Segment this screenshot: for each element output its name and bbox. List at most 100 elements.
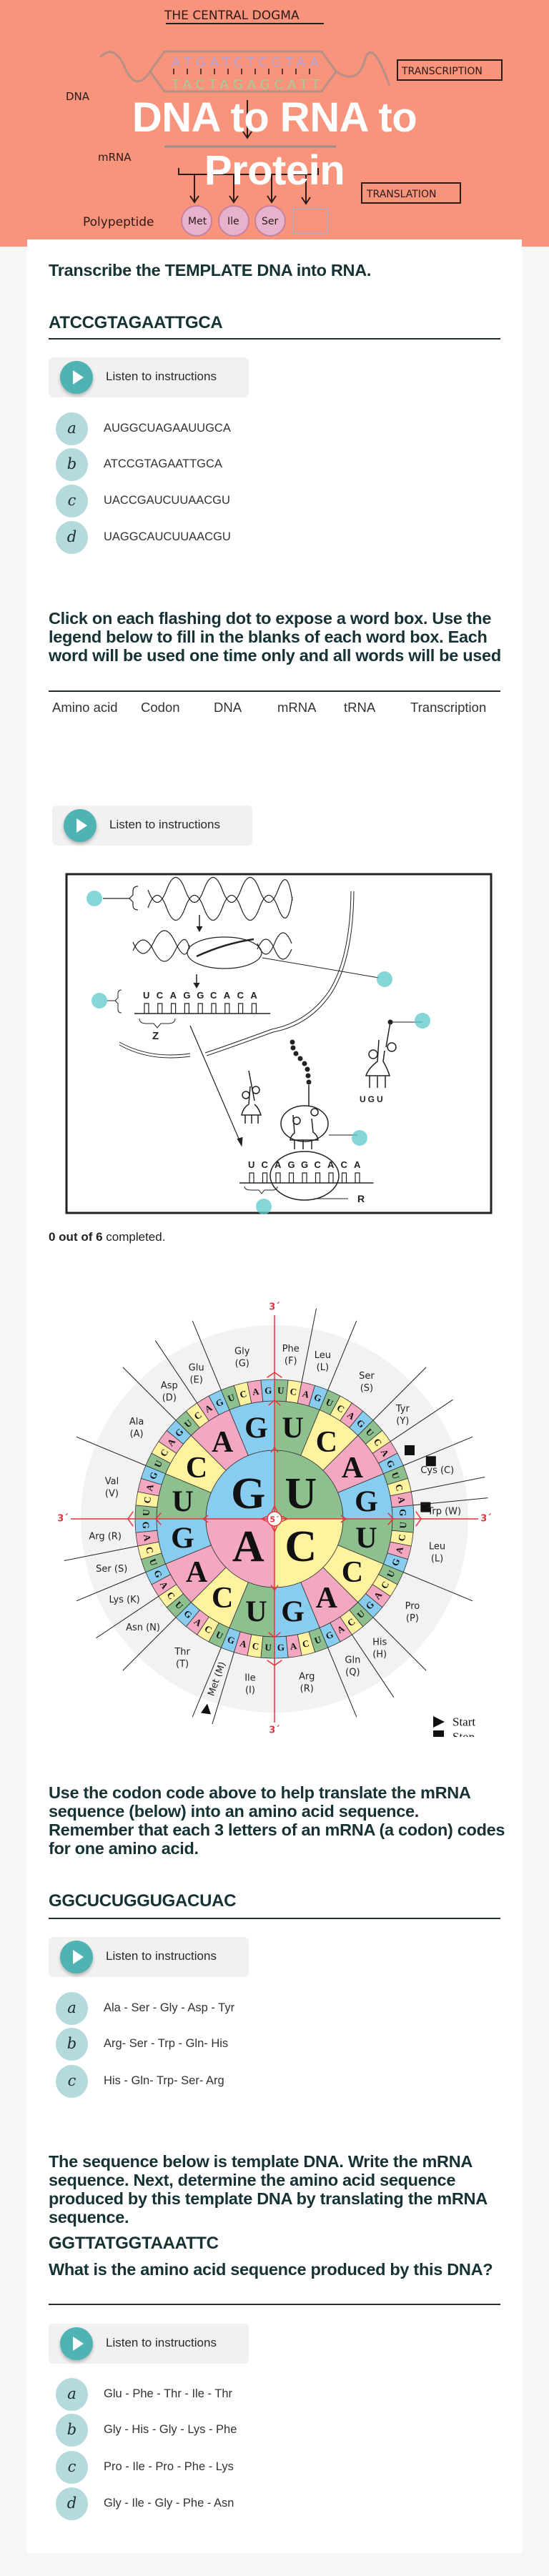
amino-acid-divider	[327, 1647, 357, 1718]
third-base-letter: C	[252, 1640, 259, 1652]
amino-acid-label: Pro(P)	[405, 1601, 420, 1624]
listen-label: Listen to instructions	[106, 2336, 217, 2349]
amino-acid-label: Arg (R)	[89, 1531, 122, 1542]
three-prime-label: 3´	[480, 1514, 492, 1525]
amino-acid-name: Leu	[429, 1541, 445, 1552]
amino-acid-divider	[192, 1320, 222, 1391]
divider	[49, 338, 500, 340]
arrowhead-icon	[267, 1372, 282, 1378]
amino-acid-label: Asp(D)	[161, 1381, 178, 1404]
amino-acid-name: Ser	[359, 1371, 375, 1382]
play-icon	[60, 1941, 93, 1973]
amino-acid-code: (S)	[360, 1383, 373, 1394]
start-codon-icon	[200, 1703, 211, 1715]
flashing-hotspot-dot[interactable]	[415, 1013, 430, 1029]
amino-acid-label: Ser(S)	[359, 1371, 375, 1394]
listen-button[interactable]: Listen to instructions	[49, 1937, 249, 1977]
option-letter-badge: a	[56, 1992, 88, 2025]
amino-acid-name: Ser (S)	[96, 1564, 127, 1575]
q3-sequence: GGCUCUGGUGACUAC	[49, 1891, 237, 1911]
amino-acid-name: Pro	[405, 1601, 420, 1612]
ribosome	[269, 1105, 340, 1201]
amino-acid-code: (Q)	[345, 1668, 360, 1678]
central-dogma-illustration: THE CENTRAL DOGMA ATGATCTCGTAA TACTAGAGC…	[66, 9, 503, 237]
option-text: Glu - Phe - Thr - Ile - Thr	[104, 2387, 233, 2400]
third-base-letter: C	[142, 1496, 153, 1504]
option-letter-badge: a	[56, 2378, 88, 2411]
third-base-letter: A	[144, 1482, 156, 1492]
third-base-letter: A	[396, 1496, 407, 1505]
answer-option-a[interactable]: a Glu - Phe - Thr - Ile - Thr	[56, 2378, 342, 2411]
mrna-base-letter: C	[315, 1159, 322, 1170]
stop-codon-icon	[425, 1456, 436, 1467]
arrowhead-icon	[271, 1505, 278, 1512]
flashing-hotspot-dot[interactable]	[92, 993, 107, 1009]
third-base-letter: G	[140, 1521, 151, 1529]
amino-acid-name: Asp	[161, 1381, 178, 1392]
polypeptide-chain	[290, 1039, 312, 1085]
amino-acid-code: (P)	[406, 1613, 419, 1624]
amino-acid-name: Arg	[299, 1672, 315, 1683]
amino-acid-label: His(H)	[372, 1637, 387, 1660]
option-letter-badge: b	[56, 2414, 88, 2447]
amino-acid-name: Glu	[189, 1362, 204, 1373]
amino-acid-name: Lys (K)	[109, 1595, 139, 1605]
amino-acid-label: Glu(E)	[189, 1362, 204, 1385]
third-base-letter: A	[252, 1386, 260, 1397]
second-base-letter: U	[282, 1412, 303, 1445]
mrna-base-letter: C	[157, 990, 164, 1001]
amino-acid-divider	[76, 1572, 147, 1602]
option-text: Ala - Ser - Gly - Asp - Tyr	[104, 2001, 235, 2014]
mrna-base-letter: A	[327, 1159, 335, 1170]
option-letter-badge: b	[56, 2028, 88, 2061]
first-base-letter: U	[285, 1470, 317, 1518]
legend-word: tRNA	[344, 700, 376, 715]
stop-codon-icon	[404, 1445, 415, 1455]
option-text: Gly - His - Gly - Lys - Phe	[104, 2423, 237, 2436]
third-base-letter: A	[393, 1545, 405, 1555]
option-letter-badge: c	[56, 2065, 88, 2098]
listen-button[interactable]: Listen to instructions	[49, 2324, 249, 2364]
label-z: Z	[152, 1030, 159, 1042]
q2-heading: Click on each flashing dot to expose a w…	[49, 609, 501, 665]
amino-acid-label: Ala(A)	[129, 1417, 144, 1440]
flashing-hotspot-dot[interactable]	[352, 1130, 367, 1146]
flashing-hotspot-dot[interactable]	[377, 971, 392, 987]
flashing-hotspot-dot[interactable]	[256, 1199, 272, 1214]
answer-option-b[interactable]: b Gly - His - Gly - Lys - Phe	[56, 2414, 342, 2447]
arrowhead-icon	[268, 1632, 281, 1638]
amino-acid-label: Asn (N)	[126, 1623, 160, 1633]
arrowhead-icon	[271, 1526, 278, 1533]
amino-acid-divider	[372, 1617, 427, 1671]
amino-acid-label: Thr(T)	[174, 1647, 190, 1670]
amino-acid-name: Ile	[244, 1673, 255, 1683]
label-r: R	[357, 1193, 365, 1204]
listen-label: Listen to instructions	[106, 1949, 217, 1963]
option-letter-badge: d	[56, 521, 88, 554]
listen-button[interactable]: Listen to instructions	[52, 806, 252, 846]
mrna-base-letter: G	[288, 1159, 295, 1170]
listen-button[interactable]: Listen to instructions	[49, 357, 249, 397]
answer-option-a[interactable]: a Ala - Ser - Gly - Asp - Tyr	[56, 1992, 342, 2025]
amino-acid-code: (F)	[285, 1356, 297, 1367]
amino-acid-code: (H)	[372, 1649, 387, 1660]
second-base-letter: A	[342, 1452, 364, 1485]
flashing-hotspot-dot[interactable]	[86, 891, 102, 906]
amino-acid-label: Val(V)	[105, 1477, 119, 1500]
amino-acid-label: Gly(G)	[234, 1346, 250, 1369]
five-prime-label: 5´	[269, 1515, 279, 1525]
third-base-letter: G	[390, 1557, 402, 1567]
second-base-letter: G	[171, 1522, 194, 1555]
amino-acid-divider	[301, 1308, 317, 1382]
illustration-polypeptide-label: Polypeptide	[83, 215, 154, 229]
page-title-line2: Protein	[204, 147, 345, 194]
third-base-letter: G	[397, 1509, 408, 1517]
